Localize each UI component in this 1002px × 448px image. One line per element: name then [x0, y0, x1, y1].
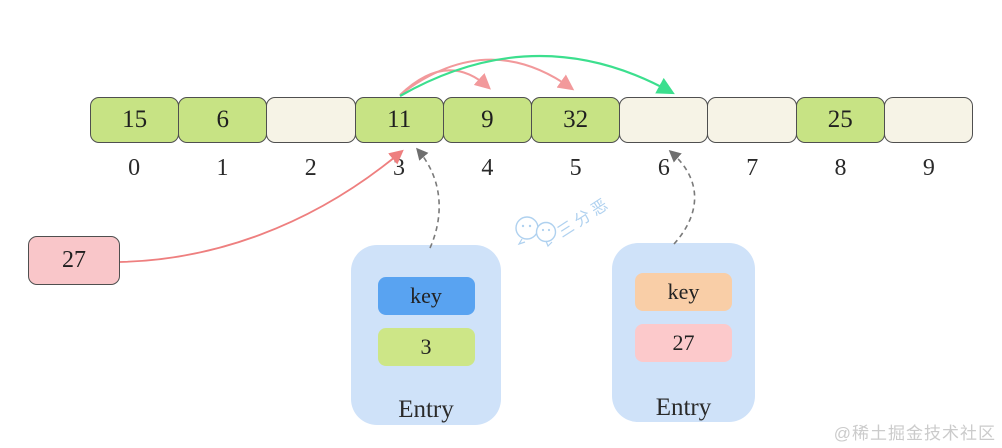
hash-array: 15 6 11 9 32 25	[90, 97, 974, 143]
entry-value-chip: 3	[377, 328, 475, 366]
entry-value-chip: 27	[635, 324, 732, 362]
array-cell: 9	[442, 97, 533, 143]
index-label: 6	[657, 155, 670, 181]
entry-label: Entry	[398, 396, 454, 423]
index-label: 7	[746, 155, 759, 181]
index-label: 4	[481, 155, 494, 181]
entry-label: Entry	[655, 394, 712, 421]
array-cell: 15	[90, 97, 180, 143]
watermark-corner: @稀土掘金技术社区	[833, 424, 996, 443]
cell-value: 25	[827, 106, 853, 133]
cell-value: 32	[563, 106, 589, 133]
entry-key-chip: key	[377, 277, 475, 315]
array-cell: 11	[354, 97, 444, 143]
array-cell: 25	[795, 97, 885, 143]
incoming-key-value: 27	[62, 247, 86, 273]
index-label: 5	[569, 155, 582, 181]
watermark-center: 三分恶	[515, 194, 615, 248]
index-label: 2	[304, 155, 317, 181]
entry-card-key27: key 27	[612, 243, 755, 422]
probe-arc-3-to-6	[399, 54, 675, 97]
array-cell	[883, 97, 974, 143]
array-cell	[619, 97, 709, 143]
array-cell	[707, 97, 797, 143]
probe-arc-3-to-4	[399, 69, 491, 96]
cell-value: 6	[216, 106, 230, 133]
cell-value: 9	[481, 106, 494, 133]
index-label: 8	[834, 155, 847, 181]
incoming-key-box: 27	[28, 236, 120, 285]
entry-key-chip: key	[635, 273, 732, 311]
index-label: 0	[128, 155, 141, 181]
probe-arc-3-to-5	[399, 58, 575, 96]
array-cell: 6	[178, 97, 268, 143]
entry-card-key3: key 3	[351, 245, 501, 425]
index-row: 0 1 2 3 4 5 6 7 8 9	[90, 155, 973, 182]
cell-value: 11	[387, 106, 412, 133]
index-label: 3	[393, 155, 406, 181]
cell-value: 15	[122, 106, 148, 133]
index-label: 1	[216, 155, 229, 181]
index-label: 9	[922, 155, 935, 181]
array-cell	[266, 97, 356, 143]
watermark-center-text: 三分恶	[554, 194, 614, 242]
array-cell: 32	[531, 97, 621, 143]
